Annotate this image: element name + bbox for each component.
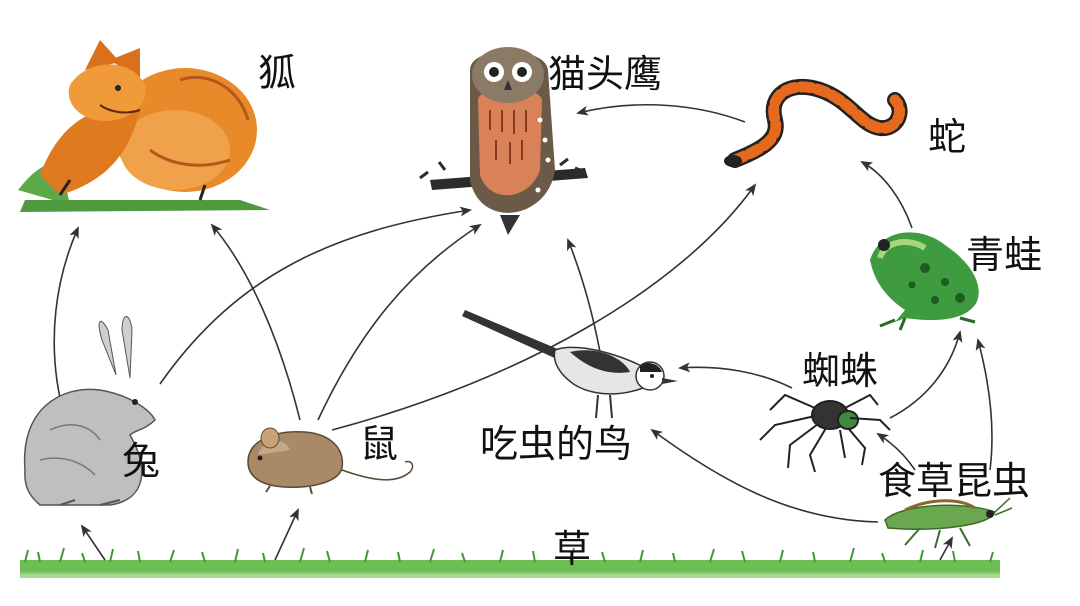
insect-eating-bird-illustration xyxy=(462,310,678,419)
label-snake: 蛇 xyxy=(928,115,967,159)
mouse-illustration xyxy=(247,427,414,495)
arrow-insect-to-bird xyxy=(650,428,879,523)
arrow-mouse-to-snake xyxy=(331,183,757,431)
arrow-mouse-to-fox xyxy=(210,223,301,421)
label-spider: 蜘蛛 xyxy=(802,349,879,393)
label-frog: 青蛙 xyxy=(966,233,1043,277)
label-insect-eating-bird: 吃虫的鸟 xyxy=(480,422,633,466)
snake-illustration xyxy=(724,78,908,168)
arrow-snake-to-owl xyxy=(576,104,746,123)
label-herbivorous-insect: 食草昆虫 xyxy=(878,459,1031,503)
arrow-mouse-to-owl xyxy=(317,223,482,421)
rabbit-illustration xyxy=(23,316,156,506)
arrow-grass-to-mouse xyxy=(274,508,299,561)
herbivorous-insect-illustration xyxy=(884,497,1013,549)
label-owl: 猫头鹰 xyxy=(548,52,663,96)
spider-illustration xyxy=(759,393,891,473)
arrow-spider-to-bird xyxy=(678,362,793,389)
food-web-arrows xyxy=(53,104,993,561)
arrow-bird-to-owl xyxy=(567,238,601,353)
label-mouse: 鼠 xyxy=(360,422,399,466)
fox-illustration xyxy=(18,40,270,212)
label-rabbit: 兔 xyxy=(122,439,161,483)
frog-illustration xyxy=(870,232,979,331)
arrow-rabbit-to-fox xyxy=(53,226,79,399)
owl-illustration xyxy=(419,47,588,235)
arrow-rabbit-to-owl xyxy=(159,206,472,385)
label-fox: 狐 xyxy=(258,51,297,95)
arrow-insect-to-frog xyxy=(975,338,993,471)
arrow-frog-to-snake xyxy=(860,161,913,229)
arrow-spider-to-frog xyxy=(889,330,963,419)
arrow-grass-to-rabbit xyxy=(80,524,106,561)
arrow-insect-to-spider xyxy=(876,432,916,471)
grass-illustration xyxy=(20,547,1000,578)
label-grass: 草 xyxy=(553,527,592,571)
arrow-grass-to-insect xyxy=(939,536,953,561)
